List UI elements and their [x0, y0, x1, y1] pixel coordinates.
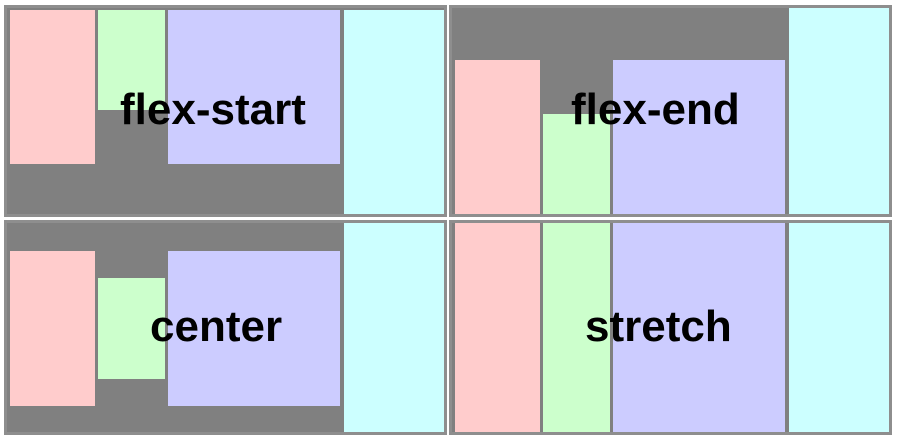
flex-item-2: [543, 114, 610, 214]
flex-item-4: [789, 8, 889, 214]
flex-item-1: [10, 10, 95, 164]
flex-item-4: [789, 223, 889, 432]
flex-item-3: [613, 223, 785, 432]
flex-item-3: [168, 251, 340, 406]
panel-center: center: [4, 220, 447, 435]
panel-label-center: center: [150, 302, 283, 351]
panel-label-flex-start: flex-start: [120, 85, 306, 134]
flex-item-4: [344, 223, 444, 432]
panel-label-flex-end: flex-end: [571, 85, 740, 134]
flex-item-2: [543, 223, 610, 432]
panel-flex-end: flex-end: [449, 5, 892, 217]
panel-stretch: stretch: [449, 220, 892, 435]
panel-label-stretch: stretch: [585, 302, 732, 351]
flex-item-4: [344, 10, 444, 214]
flex-item-1: [10, 251, 95, 406]
panel-flex-start: flex-start: [4, 5, 447, 217]
flex-item-2: [98, 278, 165, 379]
flex-item-3: [613, 60, 785, 214]
flex-item-2: [98, 10, 165, 110]
flex-item-3: [168, 10, 340, 164]
flex-item-1: [455, 223, 540, 432]
flex-item-1: [455, 60, 540, 214]
